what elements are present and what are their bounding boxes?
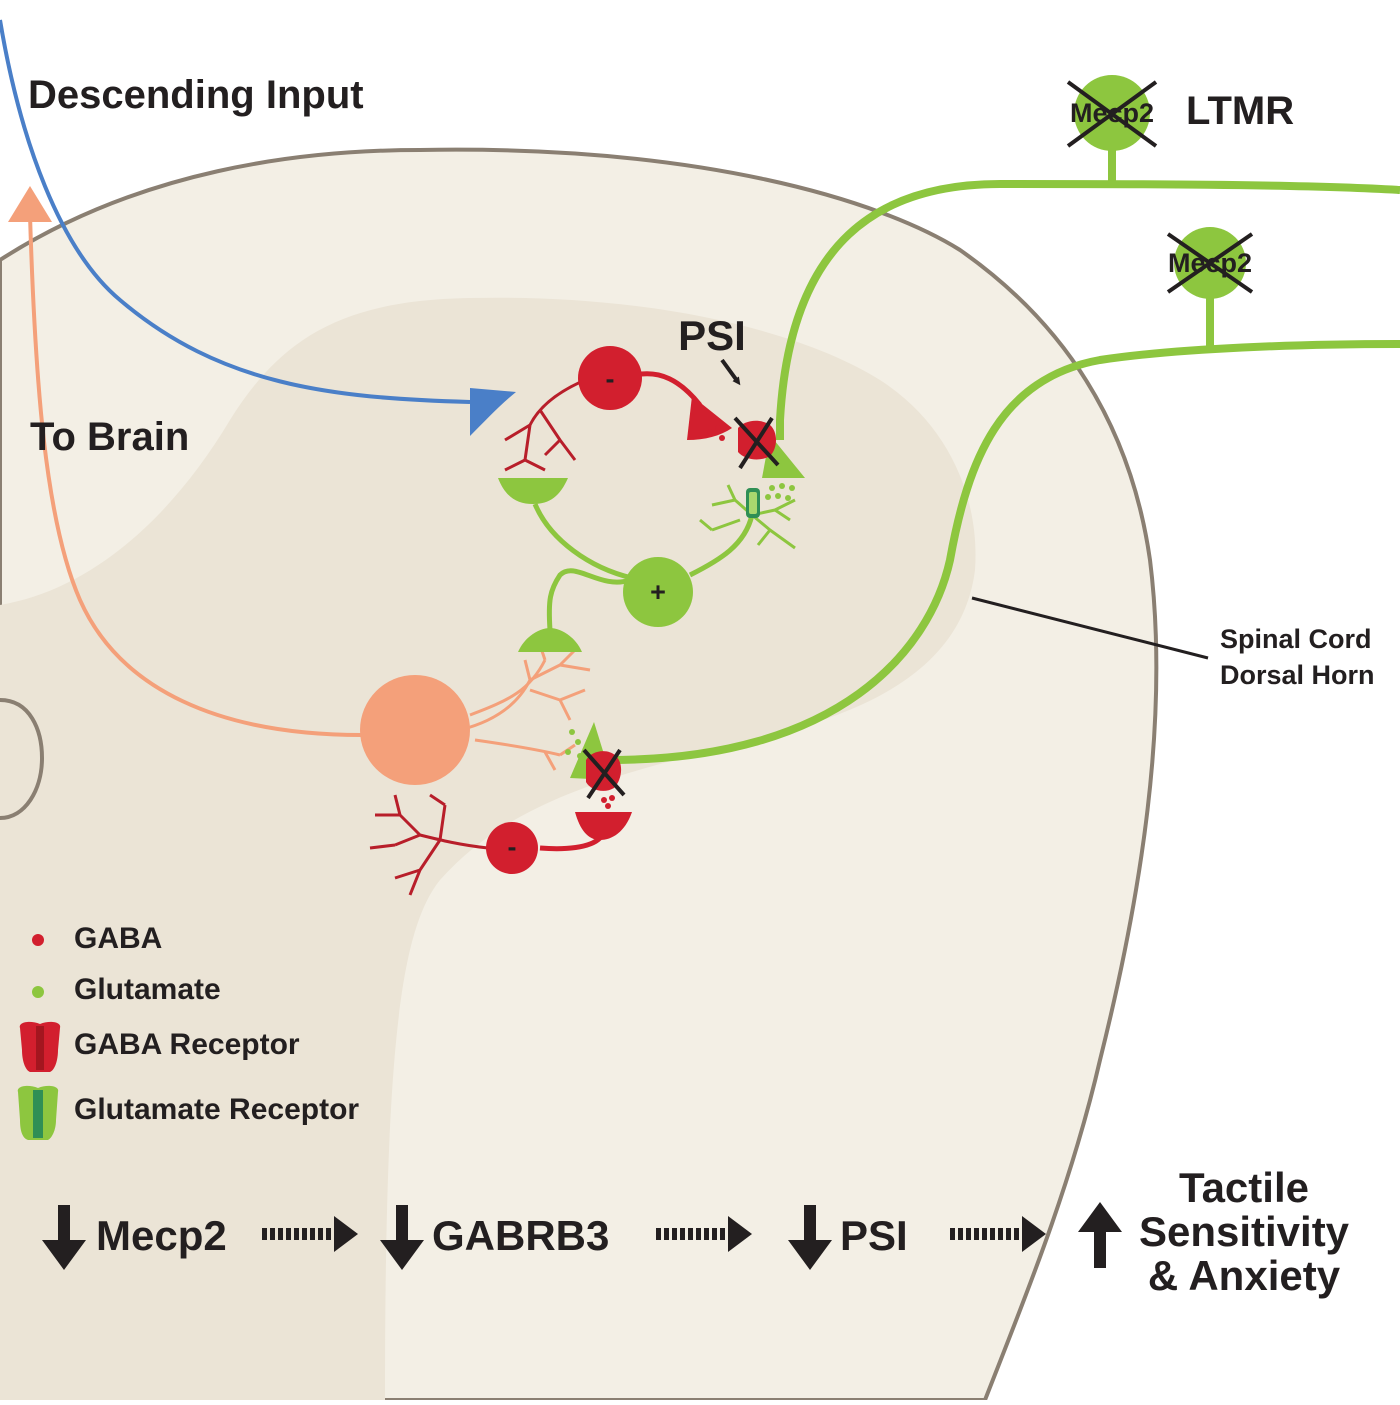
excitatory-terminal-bottom [518,628,582,652]
psi-arrow [720,358,741,386]
glutamate-legend-dot [32,986,44,998]
excitatory-sign: + [650,577,666,607]
dorsal-horn-region [0,297,976,1400]
flow-step-gabrb3: GABRB3 [432,1212,609,1259]
mecp2-knockout-cross-lower [1166,232,1254,294]
ltmr-axon-lower [609,340,1400,764]
legend-glutamate-receptor-label: Glutamate Receptor [74,1093,359,1126]
excitatory-neuron [623,557,693,627]
descending-input-label: Descending Input [28,73,364,117]
excitatory-dendrite-b [688,514,755,578]
glutamate-release-dots-lower [565,729,583,759]
dotted-arrow-icon [262,1216,358,1252]
down-arrow-icon [380,1205,424,1270]
inhibitory-dendrites-bottom [369,793,489,896]
flow-step-outcome-line1: Tactile [1179,1164,1309,1211]
ltmr-label: LTMR [1186,89,1294,133]
legend-gaba-label: GABA [74,922,162,955]
legend-glutamate-label: Glutamate [74,973,221,1006]
spinal-cord-label-line2: Dorsal Horn [1220,660,1375,690]
excitatory-axon [546,568,631,631]
legend: GABA Glutamate GABA Receptor Glutamate R… [17,922,359,1140]
excitatory-dendrite-a [532,503,633,581]
spinal-cord-callout-line [971,596,1209,660]
ltmr-axon-upper [776,179,1400,440]
inhibitory-terminal-bottom [575,812,632,840]
inhibitory-sign-top: - [606,364,615,394]
gaba-release-dots-top [707,425,725,441]
spinal-cord-label-line1: Spinal Cord [1220,624,1372,654]
flow-step-outcome-line3: & Anxiety [1148,1252,1341,1299]
inhibitory-axon-bottom [539,836,602,852]
legend-gaba-receptor-label: GABA Receptor [74,1028,300,1061]
glutamate-receptor-icon [17,1085,59,1140]
inhibitory-dendrites-top [504,376,591,472]
excitatory-input-terminal [498,478,568,504]
inhibitory-neuron-top [578,346,642,410]
receptor-knockout-cross-top [733,416,780,470]
central-canal [0,698,45,820]
mecp2-knockout-cross-upper [1066,80,1158,148]
gaba-receptor-icon [19,1021,61,1072]
receptor-knockout-cross-bottom [582,748,626,800]
flow-step-mecp2: Mecp2 [96,1212,227,1259]
gaba-release-dots-bottom [601,795,615,809]
down-arrow-icon [42,1205,86,1270]
descending-input-terminal [470,388,516,436]
projection-neuron-soma [360,675,470,785]
gaba-legend-dot [32,934,44,946]
glutamate-release-dots-upper [765,483,795,501]
up-arrow-icon [1078,1202,1122,1268]
glutamate-receptor-dendrite [746,488,760,518]
to-brain-arrowhead [8,186,52,222]
flow-step-psi: PSI [840,1212,908,1259]
descending-input-axon [0,19,471,404]
psi-label: PSI [678,312,746,359]
flow-step-outcome-line2: Sensitivity [1139,1208,1350,1255]
down-arrow-icon [788,1205,832,1270]
dotted-arrow-icon [656,1216,752,1252]
to-brain-label: To Brain [30,415,189,459]
flow-summary: Mecp2 GABRB3 PSI Tactile [42,1164,1350,1299]
projection-axon [28,214,363,737]
inhibitory-neuron-bottom [486,822,538,874]
dotted-arrow-icon [950,1216,1046,1252]
inhibitory-sign-bottom: - [508,832,517,862]
excitatory-dendritic-tree [699,484,796,550]
